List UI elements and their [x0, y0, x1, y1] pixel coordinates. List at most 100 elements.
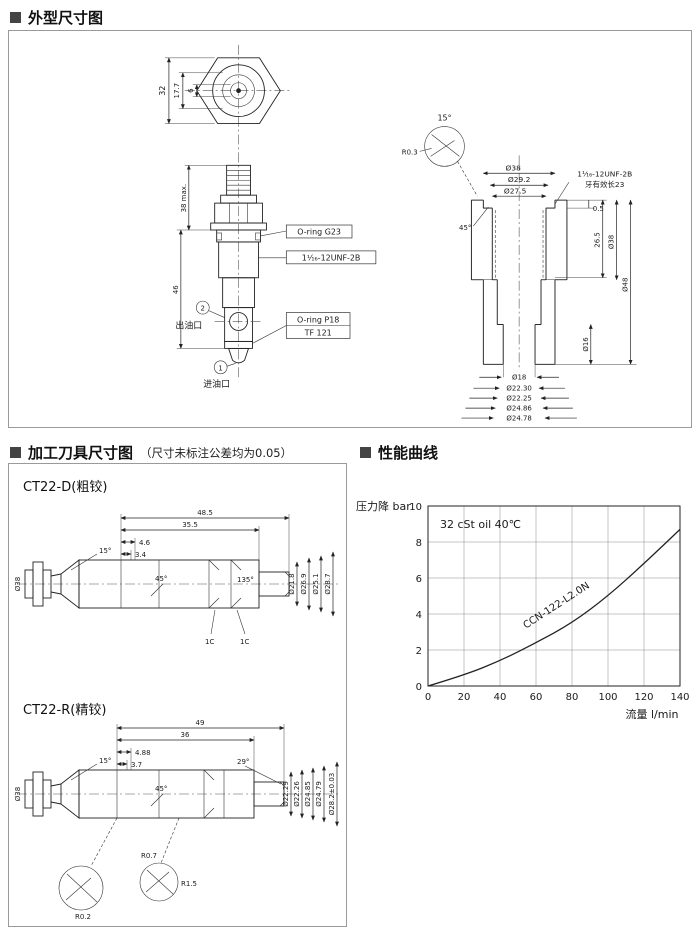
section-bullet-icon	[10, 447, 21, 458]
outline-drawing-box: 32 17.7 6 38 max. 46	[8, 30, 692, 428]
cavity-dia48: Ø48	[622, 278, 630, 292]
pressure-drop-curve	[427, 528, 681, 687]
y-tick-labels: 10 8 6 4 2 0	[409, 502, 422, 693]
ct22r-ang45: 45°	[155, 785, 167, 793]
valve-side-view: 38 max. 46 O-ring G23 1¹⁄₁₆-12UNF-2B O-r…	[172, 164, 377, 390]
ct22d-len34: 3.4	[135, 551, 147, 559]
cavity-dia275: Ø27.5	[504, 187, 527, 196]
ct22d-dia218: Ø21.8	[288, 573, 296, 594]
cavity-dia2230: Ø22.30	[506, 385, 531, 393]
ct22r-len36: 36	[181, 731, 190, 739]
x-tick: 60	[530, 692, 543, 703]
y-tick: 0	[416, 682, 422, 693]
cavity-r03: R0.3	[402, 148, 418, 156]
ct22r-ang15: 15°	[99, 757, 111, 765]
port1-label: 进油口	[203, 378, 230, 390]
y-tick: 10	[409, 502, 422, 513]
x-tick: 120	[634, 692, 653, 703]
curve-label: CCN-122-L2.0N	[521, 580, 591, 631]
ct22d-dia38: Ø38	[14, 577, 22, 591]
port1-number: 1	[218, 364, 222, 372]
ct22d-title: CT22-D(粗铰)	[23, 480, 107, 495]
valve-top-view: 32 17.7 6	[158, 44, 293, 378]
ct22r-r02: R0.2	[75, 913, 91, 921]
section1-header: 外型尺寸图	[10, 7, 103, 28]
cavity-dia2478: Ø24.78	[506, 415, 531, 423]
performance-chart-svg: 压力降 bar 流量 l/min 10 8 6 4 2 0 0 20 40 60…	[356, 499, 690, 721]
cavity-dia292: Ø29.2	[508, 175, 530, 184]
dim-38max: 38 max.	[180, 184, 188, 212]
x-tick: 40	[494, 692, 507, 703]
y-tick: 8	[416, 538, 422, 549]
ct22r-dia2226: Ø22.26	[293, 781, 301, 807]
cavity-angle-15: 15°	[437, 114, 451, 123]
cavity-dim265: 26.5	[594, 232, 602, 247]
ct22d-len355: 35.5	[182, 521, 198, 529]
y-axis-label: 压力降 bar	[356, 499, 411, 513]
label-oring-p18: O-ring P18	[297, 316, 339, 325]
ct22r-len49: 49	[196, 719, 205, 727]
section2-note: （尺寸未标注公差均为0.05）	[140, 445, 293, 460]
cavity-dia2225: Ø22.25	[506, 395, 531, 403]
label-oring-g23: O-ring G23	[297, 227, 341, 236]
x-tick: 20	[458, 692, 471, 703]
x-tick: 0	[425, 692, 431, 703]
dim-17: 17.7	[173, 83, 181, 98]
ct22r-dia2229: Ø22.29	[282, 781, 290, 807]
y-tick: 6	[416, 574, 422, 585]
ct22d-dia269: Ø26.9	[300, 573, 308, 594]
oil-annotation: 32 cSt oil 40℃	[440, 518, 521, 531]
cavity-thread: 1¹⁄₁₆-12UNF-2B	[577, 169, 632, 178]
ct22d-ang135: 135°	[237, 576, 254, 584]
x-tick: 80	[566, 692, 579, 703]
ct22d-len485: 48.5	[197, 509, 213, 517]
ct22r-dia2485: Ø24.85	[304, 781, 312, 807]
section3-title: 性能曲线	[378, 444, 439, 462]
ct22r-dia2479: Ø24.79	[315, 781, 323, 807]
ct22d-chamfer-b: 1C	[240, 638, 249, 646]
ct22r-ang29: 29°	[237, 758, 249, 766]
ct22r-r15: R1.5	[181, 880, 197, 888]
section2-header: 加工刀具尺寸图 （尺寸未标注公差均为0.05）	[10, 442, 292, 463]
cavity-thread-note: 牙有效长23	[585, 179, 625, 189]
cavity-section-view: 15° R0.3 Ø38 Ø29.2 Ø27.5 1¹⁄₁₆-12UNF-2B …	[402, 114, 637, 423]
dim-32: 32	[158, 86, 167, 96]
tool-drawings-box: CT22-D(粗铰) Ø38 48.5 35.5 4.6 3.4 15°	[8, 463, 347, 927]
y-tick: 4	[416, 610, 422, 621]
dim-6: 6	[187, 88, 195, 92]
cavity-dia2486: Ø24.86	[506, 405, 531, 413]
cavity-dia16: Ø16	[582, 337, 590, 351]
tool-drawings-svg: CT22-D(粗铰) Ø38 48.5 35.5 4.6 3.4 15°	[14, 480, 341, 921]
port2-number: 2	[201, 305, 205, 313]
cavity-dim05: 0.5	[593, 205, 604, 213]
chart-grid	[427, 505, 681, 687]
ct22r-title: CT22-R(精铰)	[23, 703, 106, 718]
label-tf121: TF 121	[304, 328, 332, 337]
ct22r-r07: R0.7	[141, 852, 157, 860]
cavity-angle45: 45°	[459, 224, 471, 232]
ct22d-ang15: 15°	[99, 547, 111, 555]
ct22r-dia282: Ø28.2±0.03	[328, 773, 336, 816]
cavity-dia38: Ø38	[608, 235, 616, 249]
x-tick: 100	[598, 692, 617, 703]
section-bullet-icon	[10, 12, 21, 23]
cavity-dia18: Ø18	[512, 374, 526, 382]
y-tick: 2	[416, 646, 422, 657]
ct22r-dia38: Ø38	[14, 787, 22, 801]
performance-chart: 压力降 bar 流量 l/min 10 8 6 4 2 0 0 20 40 60…	[352, 466, 692, 722]
label-thread-side: 1¹⁄₁₆-12UNF-2B	[302, 253, 361, 262]
dim-46: 46	[172, 285, 180, 294]
ct22d-dia287: Ø28.7	[324, 573, 332, 594]
ct22d-dia251: Ø25.1	[312, 573, 320, 594]
x-axis-label: 流量 l/min	[625, 707, 678, 721]
port2-label: 出油口	[175, 319, 202, 331]
ct22r-drawing: CT22-R(精铰) Ø38 49 36 4.88 3.7 15°	[14, 703, 341, 921]
section3-header: 性能曲线	[360, 442, 438, 463]
ct22r-len488: 4.88	[135, 749, 151, 757]
section2-title: 加工刀具尺寸图	[28, 444, 134, 462]
outline-drawing-svg: 32 17.7 6 38 max. 46	[158, 44, 637, 423]
ct22d-chamfer-a: 1C	[205, 638, 214, 646]
ct22r-len37: 3.7	[131, 761, 142, 769]
x-tick-labels: 0 20 40 60 80 100 120 140	[425, 692, 690, 703]
